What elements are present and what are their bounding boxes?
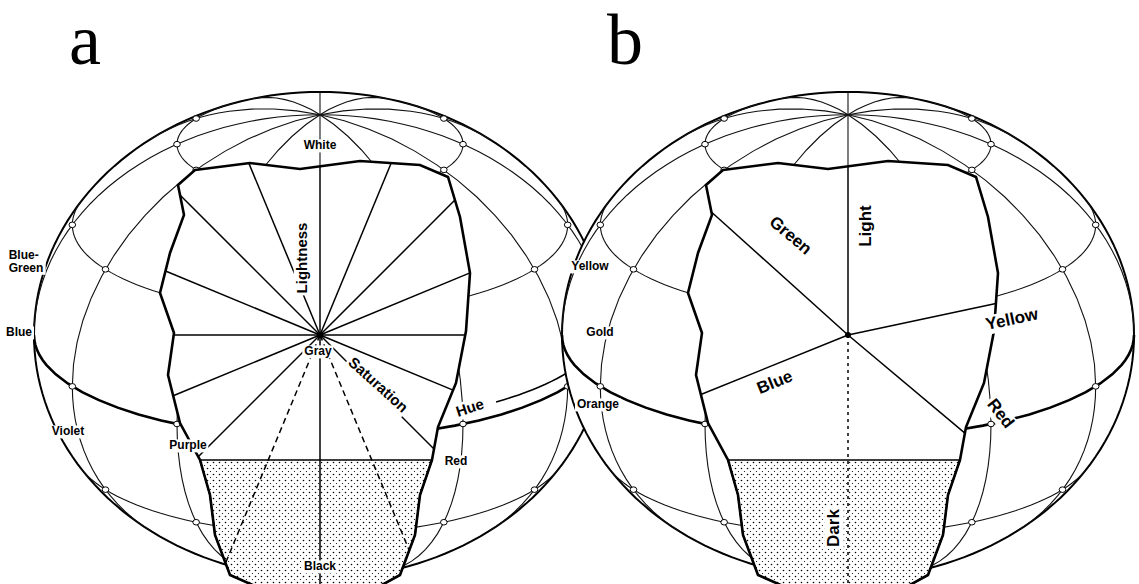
grid-node: [1092, 384, 1099, 390]
axis-label: Green: [764, 212, 817, 260]
axis-spoke: [847, 335, 849, 584]
panel-letter: a: [67, 4, 103, 76]
pole-label: Black: [302, 560, 338, 573]
graticule-line: [847, 92, 848, 115]
cutaway-outline: [160, 161, 470, 584]
axis-spoke: [320, 200, 455, 335]
hue-label: Violet: [50, 425, 86, 438]
grid-node: [969, 116, 976, 122]
axis-spoke: [847, 166, 849, 335]
grid-node: [630, 267, 637, 273]
axis-label: Red: [982, 394, 1019, 434]
grid-node: [69, 384, 76, 390]
hue-label: Purple: [167, 439, 208, 452]
grid-node: [193, 116, 200, 122]
grid-node: [1059, 487, 1066, 493]
axis-label: Blue: [753, 367, 798, 400]
grid-node: [460, 141, 467, 147]
grid-node: [102, 267, 109, 273]
axis-spoke: [249, 163, 320, 335]
grid-node: [1059, 267, 1066, 273]
grid-node: [630, 487, 637, 493]
grid-node: [1092, 222, 1099, 228]
hue-label: Blue: [4, 326, 34, 339]
cutaway-section: [160, 161, 585, 584]
axis-label: Dark: [825, 507, 844, 549]
grid-node: [460, 421, 467, 427]
grid-node: [531, 267, 538, 273]
grid-node: [193, 519, 200, 525]
axis-label: Hue: [452, 395, 488, 421]
grid-node: [969, 519, 976, 525]
graticule-line: [320, 109, 489, 139]
axis-label: Saturation: [343, 353, 412, 418]
axis-spoke: [320, 334, 465, 336]
axis-label: Light: [857, 203, 876, 249]
graticule-line: [780, 97, 848, 114]
hue-label: Red: [443, 455, 470, 468]
cutaway-section: [688, 161, 998, 584]
grid-node: [721, 519, 728, 525]
hue-label: Blue-Green: [7, 249, 46, 275]
axis-spoke: [320, 335, 434, 449]
center-point: [845, 332, 851, 338]
axis-spoke: [319, 335, 321, 584]
stippled-hemisphere: [728, 460, 960, 584]
axis-spoke: [711, 212, 848, 335]
grid-node: [441, 519, 448, 525]
axis-spoke: [848, 335, 965, 433]
graticule-line: [252, 97, 320, 114]
grid-node: [102, 487, 109, 493]
grid-node: [564, 222, 571, 228]
grid-node: [721, 116, 728, 122]
grid-node: [702, 141, 709, 147]
axis-spoke: [173, 335, 320, 396]
grid-node: [441, 167, 448, 173]
grid-node: [174, 141, 181, 147]
axis-label: Lightness: [294, 221, 311, 296]
grid-node: [988, 421, 995, 427]
center-label: Gray: [302, 345, 333, 358]
axis-label: Yellow: [982, 305, 1042, 335]
axis-spoke: [226, 335, 320, 563]
axis-spoke: [174, 334, 320, 336]
panel-letter: b: [605, 4, 645, 76]
hue-label: Orange: [575, 398, 621, 411]
hue-label: Yellow: [569, 260, 610, 273]
graticule-line: [320, 97, 388, 114]
axis-spoke: [848, 304, 996, 335]
graticule-line: [848, 97, 916, 114]
axis-spoke: [320, 273, 470, 335]
axis-spoke: [319, 166, 321, 335]
hue-label: Gold: [584, 326, 615, 339]
grid-node: [531, 487, 538, 493]
grid-node: [969, 167, 976, 173]
grid-node: [441, 116, 448, 122]
grid-node: [69, 222, 76, 228]
grid-node: [597, 222, 604, 228]
axis-spoke: [180, 195, 320, 335]
grid-node: [597, 384, 604, 390]
graticule-line: [848, 109, 1017, 139]
grid-node: [988, 141, 995, 147]
pole-label: White: [302, 139, 339, 152]
center-point: [317, 332, 323, 338]
cutaway-outline: [688, 161, 998, 584]
graticule-line: [319, 92, 320, 115]
